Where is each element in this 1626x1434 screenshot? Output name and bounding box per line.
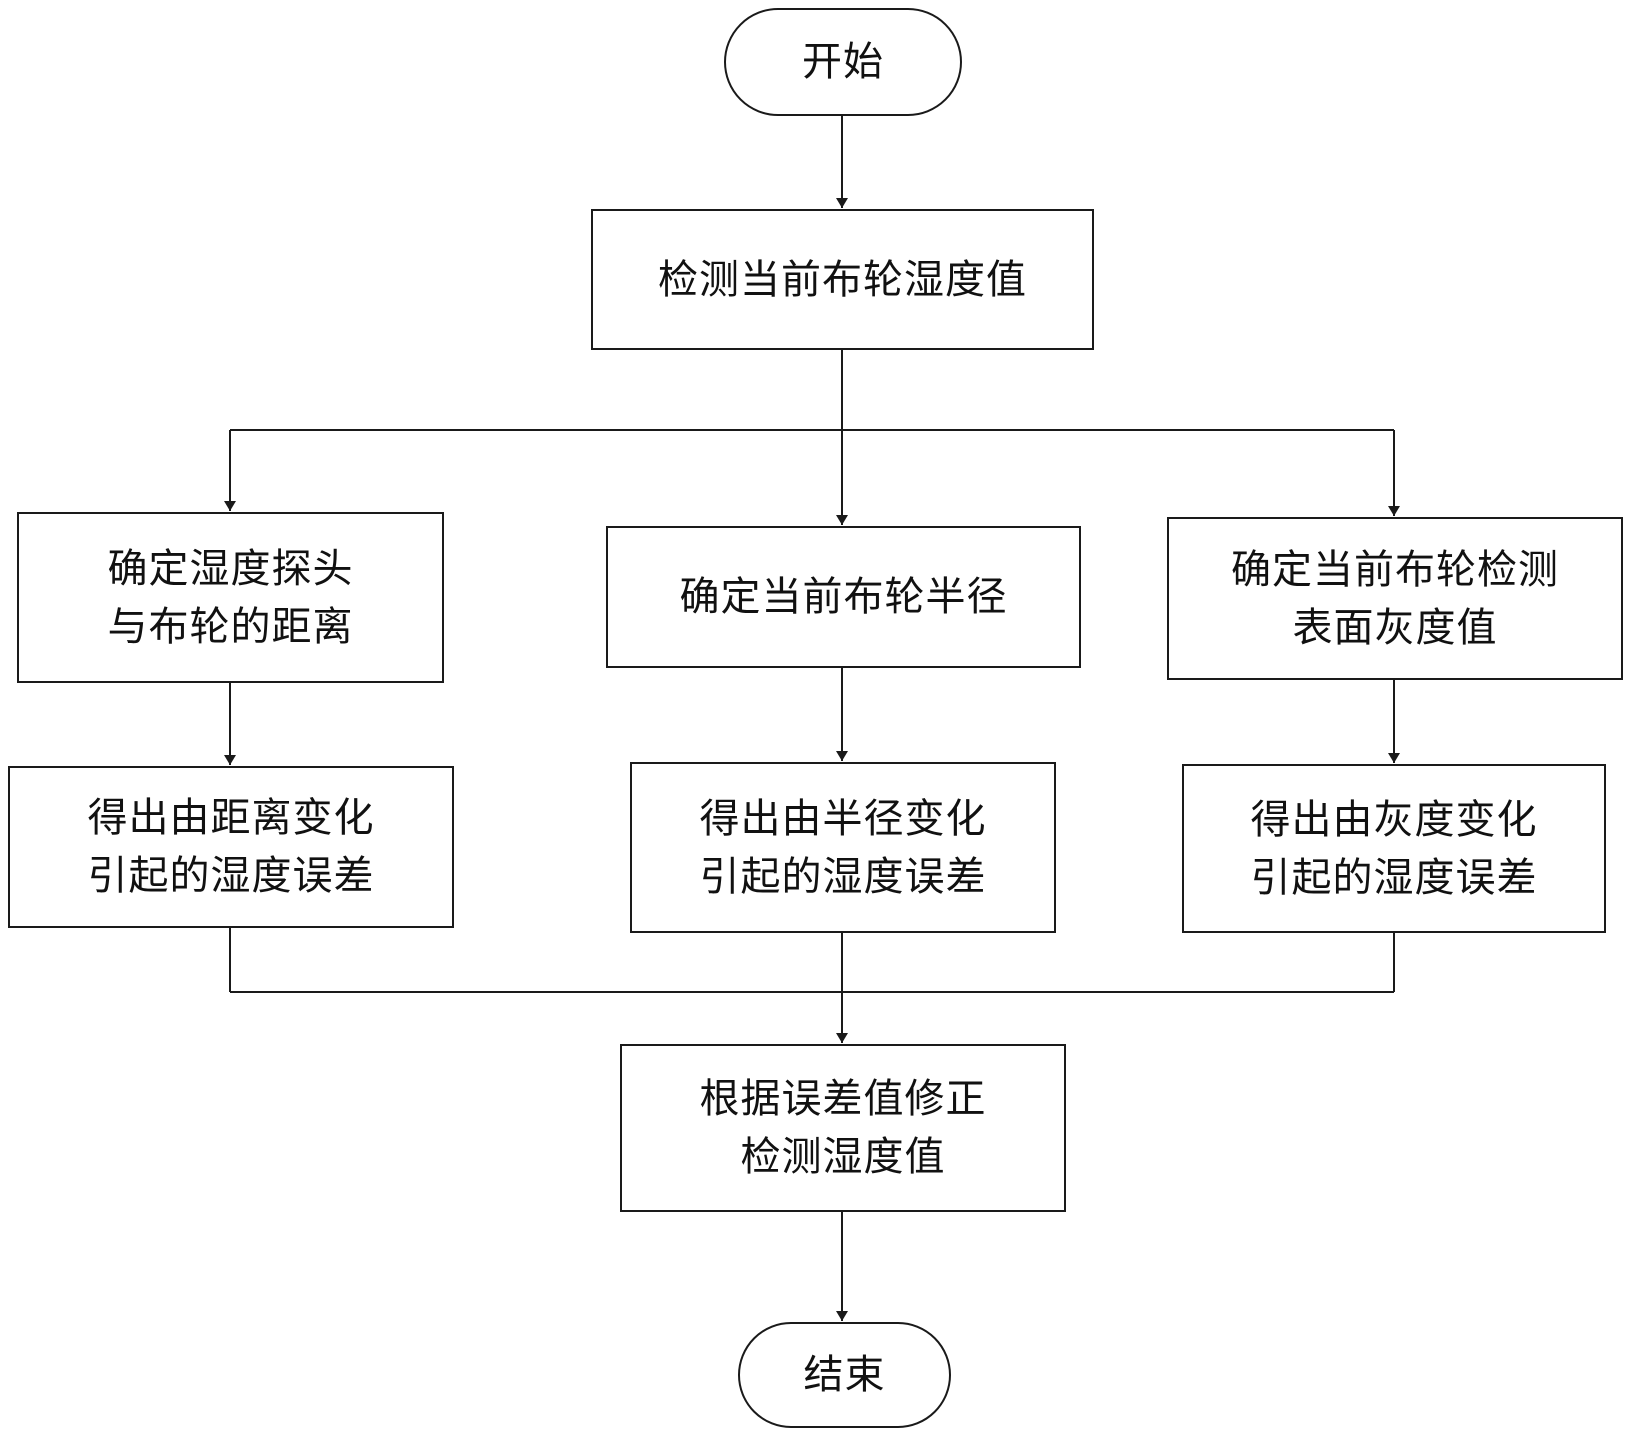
correct-humidity-step: 根据误差值修正 检测湿度值	[620, 1044, 1066, 1212]
left-step1-distance: 确定湿度探头 与布轮的距离	[17, 512, 444, 683]
end-terminal: 结束	[738, 1322, 951, 1428]
right-step1-grayscale: 确定当前布轮检测 表面灰度值	[1167, 517, 1623, 680]
mid-step1-radius: 确定当前布轮半径	[606, 526, 1081, 668]
left-step2-distance-error: 得出由距离变化 引起的湿度误差	[8, 766, 454, 928]
detect-humidity-step: 检测当前布轮湿度值	[591, 209, 1094, 350]
start-terminal: 开始	[724, 8, 962, 116]
right-step2-grayscale-error: 得出由灰度变化 引起的湿度误差	[1182, 764, 1606, 933]
mid-step2-radius-error: 得出由半径变化 引起的湿度误差	[630, 762, 1056, 933]
